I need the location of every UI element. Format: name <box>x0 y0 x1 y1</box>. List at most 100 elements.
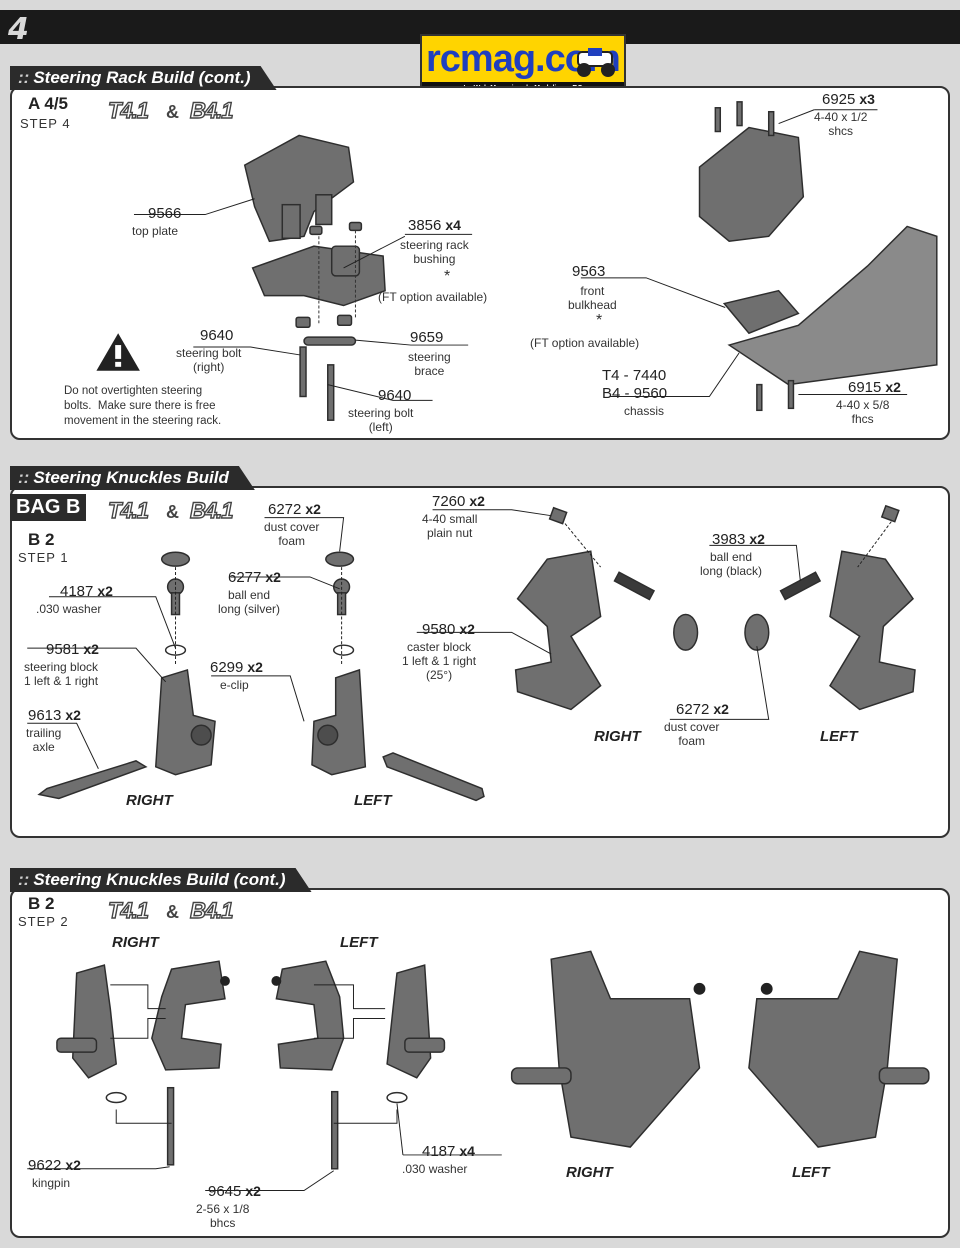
model-b41: B4.1 <box>189 497 234 523</box>
top-plate-part <box>243 134 355 243</box>
part-6915-desc: 4-40 x 5/8 fhcs <box>836 398 890 426</box>
ampersand: & <box>166 902 179 922</box>
steering-knuckles-illustration <box>27 504 916 802</box>
part-chassis-b4: B4 - 9560 <box>602 385 668 402</box>
part-chassis-t4: T4 - 7440 <box>602 367 667 384</box>
part-9563-option: (FT option available) <box>530 336 640 350</box>
part-9645-desc: 2-56 x 1/8 bhcs <box>196 1202 250 1230</box>
assembled-knuckle-left <box>748 950 898 1148</box>
bulkhead-assembly <box>698 126 805 243</box>
part-4187-desc: .030 washer <box>402 1162 468 1176</box>
label-right-caster: RIGHT <box>594 728 641 745</box>
part-chassis-desc: chassis <box>624 404 665 418</box>
dust-cover-foam-caster <box>673 613 699 651</box>
dust-cover-foam <box>160 551 191 567</box>
part-9566-desc: top plate <box>132 224 179 238</box>
part-9640-left-desc: steering bolt (left) <box>348 406 414 434</box>
part-9613-desc: trailing axle <box>26 726 62 754</box>
ampersand: & <box>166 102 179 122</box>
rack-bushing <box>309 225 323 236</box>
chassis-part <box>727 225 938 386</box>
steering-block-right <box>154 668 216 776</box>
bag-label: BAG B <box>10 494 87 521</box>
step-label: STEP 2 <box>18 914 69 929</box>
steering-bolt-left <box>327 364 335 421</box>
front-bulkhead-part <box>722 289 800 335</box>
step-code: A 4/5 <box>28 94 69 113</box>
model-b41: B4.1 <box>189 897 234 923</box>
part-6272-b-desc: dust cover foam <box>664 720 720 748</box>
page-number: 4 <box>8 12 29 47</box>
section-title: ::Steering Knuckles Build <box>10 466 255 490</box>
part-7260-desc: 4-40 small plain nut <box>422 512 478 540</box>
part-9659-desc: steering brace <box>408 350 451 378</box>
steering-block-left <box>386 964 432 1079</box>
step-label: STEP 4 <box>20 116 71 131</box>
part-3856-star: * <box>444 268 451 285</box>
part-6925-desc: 4-40 x 1/2 shcs <box>814 110 868 138</box>
top-plate-post <box>281 203 301 240</box>
knuckle-assembly-illustration <box>27 950 930 1192</box>
kingpin <box>166 1086 175 1166</box>
warning-note: Do not overtighten steering bolts. Make … <box>64 385 222 427</box>
label-right: RIGHT <box>126 792 173 809</box>
part-9563: 9563 <box>572 263 606 280</box>
label-left-assembled: LEFT <box>792 1164 830 1181</box>
assembled-knuckle-right <box>550 950 701 1148</box>
rc-car-icon <box>577 48 615 77</box>
part-9640-right: 9640 <box>200 327 234 344</box>
part-9580-desc: caster block 1 left & 1 right (25°) <box>402 640 477 682</box>
part-6272-a-desc: dust cover foam <box>264 520 320 548</box>
label-right-assembled: RIGHT <box>566 1164 613 1181</box>
part-3856-option: (FT option available) <box>378 290 488 304</box>
caster-block-left <box>829 550 916 711</box>
part-9581-desc: steering block 1 left & 1 right <box>24 660 99 688</box>
label-right: RIGHT <box>112 934 159 951</box>
part-9659: 9659 <box>410 329 444 346</box>
part-6277-desc: ball end long (silver) <box>218 588 281 616</box>
steering-block-right <box>71 964 118 1079</box>
part-9640-left: 9640 <box>378 387 412 404</box>
plain-nut <box>548 506 568 525</box>
section-title: ::Steering Knuckles Build (cont.) <box>10 868 312 892</box>
section-title: ::Steering Rack Build (cont.) <box>10 66 277 90</box>
ampersand: & <box>166 502 179 522</box>
washer <box>105 1091 127 1104</box>
part-3983-desc: ball end long (black) <box>700 550 763 578</box>
part-6299-desc: e-clip <box>220 678 249 692</box>
part-9566: 9566 <box>148 205 182 222</box>
steering-rack-panel: ::Steering Rack Build (cont.) <box>10 86 950 440</box>
rcmag-logo: rcmag.com Le Web Magazine du Modelisme R… <box>420 34 626 98</box>
steering-block-left <box>311 668 367 776</box>
trailing-axle-right <box>37 760 148 800</box>
steering-bolt-right <box>299 346 307 398</box>
steering-brace-part <box>303 336 357 346</box>
model-t41: T4.1 <box>107 97 149 123</box>
ball-end-black <box>613 571 656 601</box>
caster-block-right <box>151 960 226 1071</box>
caster-block-left <box>275 960 345 1071</box>
steering-knuckles-panel: ::Steering Knuckles Build <box>10 486 950 838</box>
caster-block-right <box>514 550 602 711</box>
model-t41: T4.1 <box>107 497 149 523</box>
label-left-caster: LEFT <box>820 728 858 745</box>
step-label: STEP 1 <box>18 550 69 565</box>
label-left: LEFT <box>340 934 378 951</box>
part-3856-desc: steering rack bushing <box>400 238 469 266</box>
step-code: B 2 <box>28 530 55 549</box>
